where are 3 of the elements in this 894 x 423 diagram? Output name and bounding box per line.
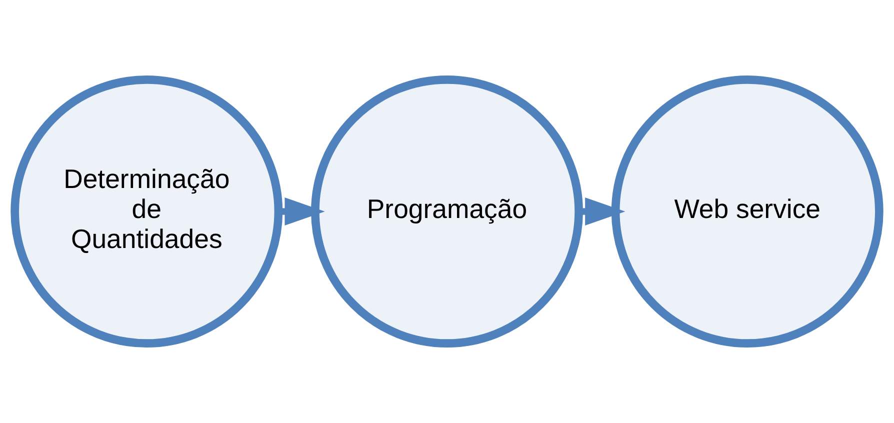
node-circle: Programação: [311, 76, 583, 348]
node-circle: Determinação de Quantidades: [10, 76, 283, 348]
node-circle: Web service: [611, 76, 884, 348]
